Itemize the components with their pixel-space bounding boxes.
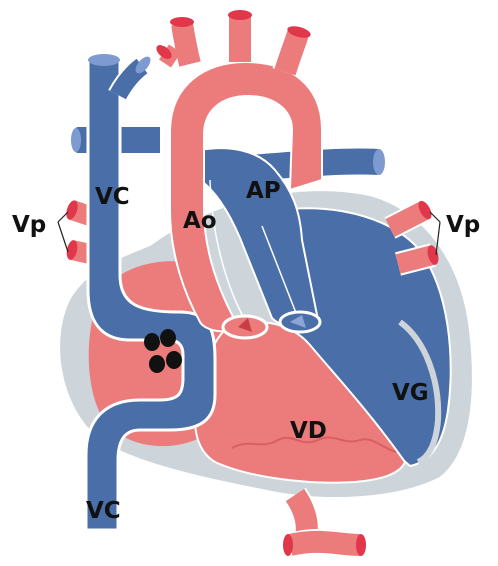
label-vd: VD xyxy=(290,418,327,444)
vena-cava-top-opening xyxy=(88,54,120,66)
vp-left-bracket xyxy=(58,212,68,252)
label-vp-right: Vp xyxy=(446,212,480,238)
aortic-valve xyxy=(223,316,267,338)
descending-aorta xyxy=(283,495,366,556)
pulmonary-valve xyxy=(280,312,320,332)
label-vg: VG xyxy=(392,380,429,406)
label-ap: AP xyxy=(246,178,281,204)
label-vc-top: VC xyxy=(95,184,130,210)
label-vp-left: Vp xyxy=(12,212,46,238)
label-ao: Ao xyxy=(183,208,217,234)
label-vc-bottom: VC xyxy=(86,498,121,524)
